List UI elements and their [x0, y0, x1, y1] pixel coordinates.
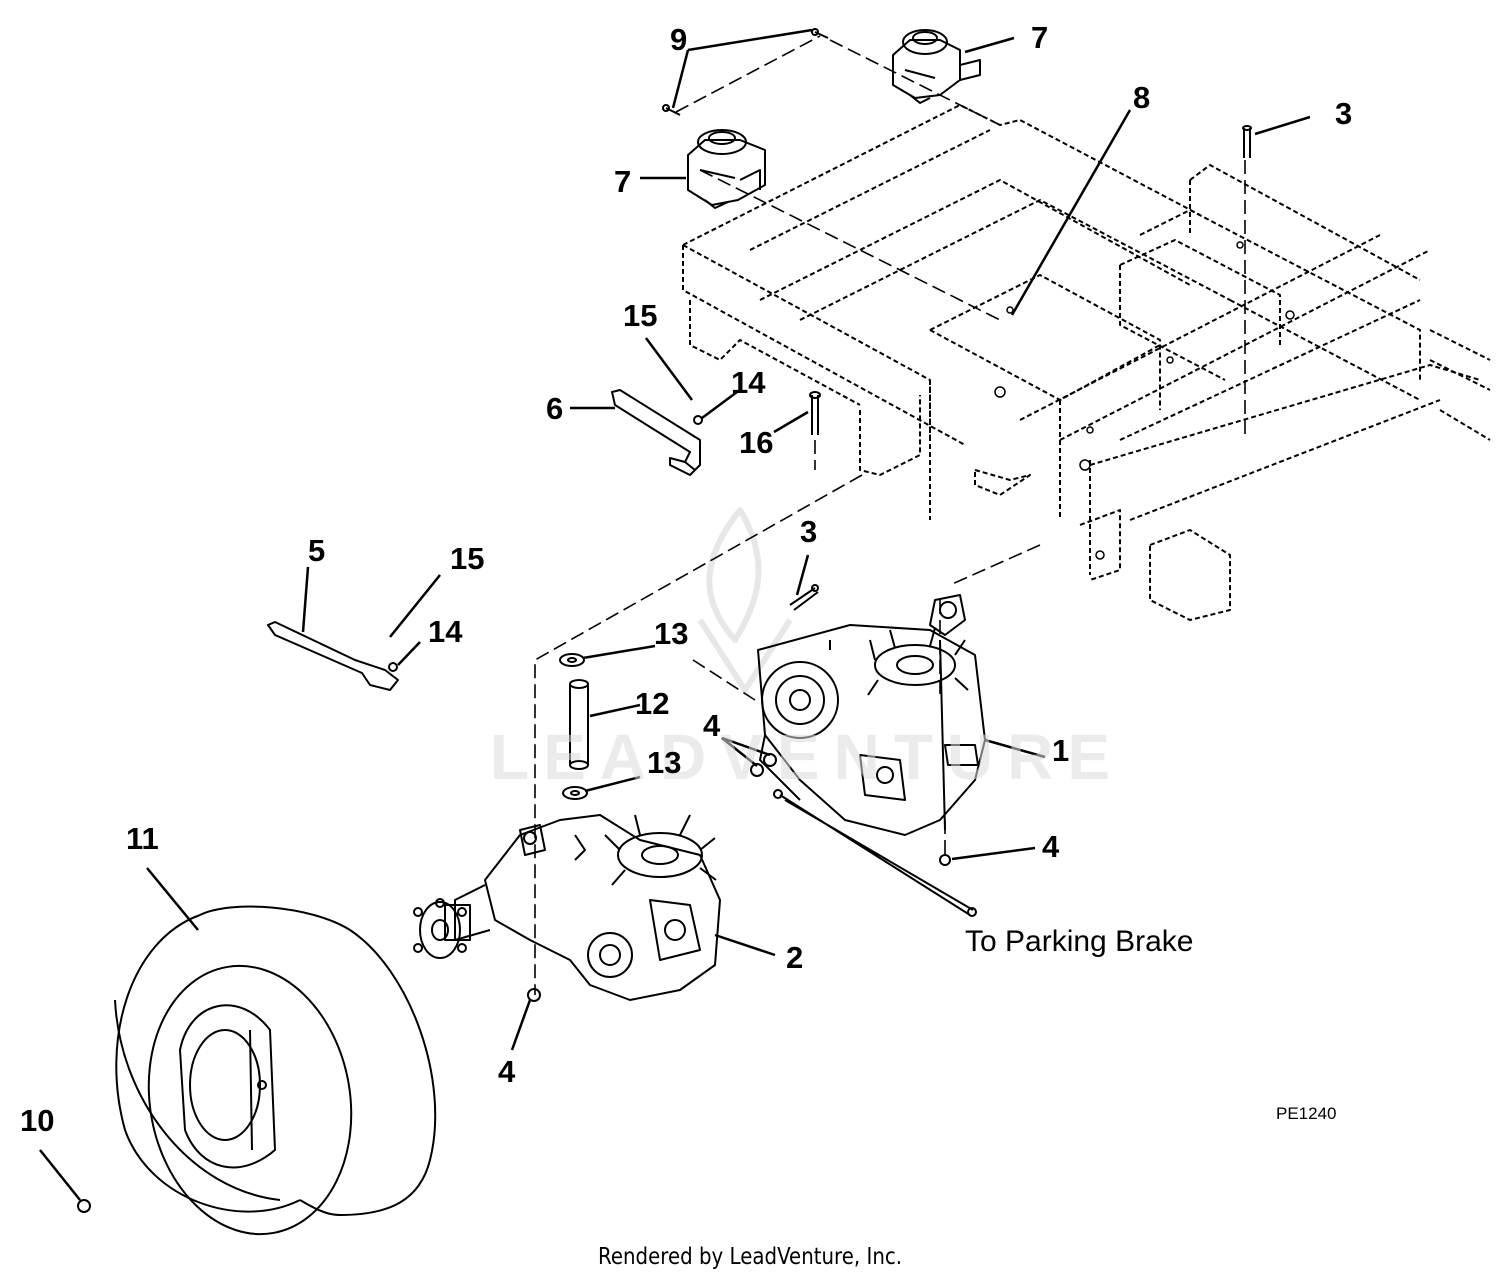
parking-brake-label: To Parking Brake: [965, 925, 1194, 958]
nut-4-a: [750, 763, 764, 777]
callout-11: 11: [126, 821, 159, 856]
callout-13-lower: 13: [647, 745, 682, 780]
callout-9: 9: [670, 22, 688, 57]
credit-line: Rendered by LeadVenture, Inc.: [598, 1244, 903, 1270]
bolt-9-left: [662, 104, 681, 116]
transmission-1: [757, 594, 986, 866]
callout-8: 8: [1133, 80, 1151, 115]
callout-3-upper: 3: [1335, 96, 1353, 131]
bracket-5: [267, 621, 399, 691]
leader-lines: [39, 28, 1311, 1201]
washer-13-upper: [559, 653, 585, 667]
bolt-9-right: [811, 28, 829, 39]
nut-14-lower: [388, 662, 398, 672]
callout-6: 6: [546, 391, 564, 426]
tire-11: [114, 905, 437, 1236]
transmission-2: [413, 814, 721, 1002]
lug-nut-10: [77, 1199, 91, 1213]
callout-5: 5: [308, 533, 326, 568]
watermark-flame-icon: [697, 507, 793, 693]
callout-15-upper: 15: [623, 298, 658, 333]
callout-4-nuts: 4: [703, 708, 721, 743]
callout-4-bottom: 4: [498, 1054, 516, 1089]
callout-7-lower: 7: [614, 164, 632, 199]
chassis-frame: [682, 104, 1491, 621]
callout-14-lower: 14: [428, 614, 463, 649]
callout-12: 12: [635, 686, 670, 721]
chassis-frame-accents: [994, 241, 1295, 560]
callout-4-right: 4: [1042, 829, 1060, 864]
callout-14-upper: 14: [731, 365, 766, 400]
parking-brake-rod: [773, 789, 977, 917]
callout-15-lower: 15: [450, 541, 485, 576]
pin-3-upper: [1242, 125, 1252, 158]
nut-14-upper: [693, 415, 703, 425]
tube-12: [569, 679, 589, 770]
callout-2: 2: [786, 940, 804, 975]
assembly-guides: [534, 35, 1246, 995]
callout-10: 10: [20, 1103, 55, 1138]
figure-code: PE1240: [1276, 1104, 1337, 1123]
bolt-16: [809, 391, 821, 435]
motor-lower: [687, 129, 766, 209]
washer-13-lower: [562, 786, 588, 800]
bracket-6: [611, 389, 701, 476]
callout-16: 16: [739, 425, 774, 460]
callout-3-lower: 3: [800, 514, 818, 549]
motor-upper: [892, 29, 981, 104]
callout-1: 1: [1052, 733, 1070, 768]
watermark-text: LEADVENTURE: [490, 721, 1125, 793]
callout-13-upper: 13: [654, 616, 689, 651]
pin-3-lower: [789, 584, 819, 611]
callout-7-upper: 7: [1031, 20, 1049, 55]
